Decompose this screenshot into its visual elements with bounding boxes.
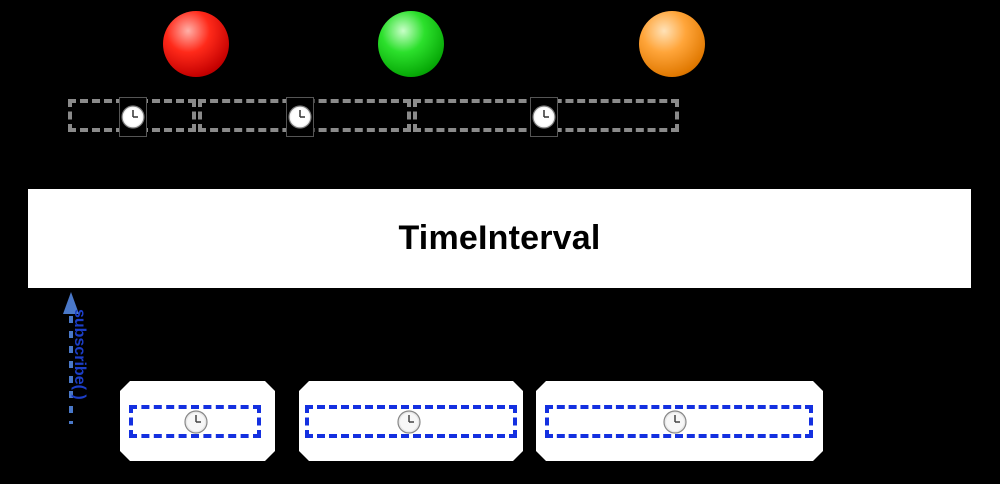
clock-icon xyxy=(663,410,687,434)
green-ball xyxy=(378,11,444,77)
operator-box: TimeInterval xyxy=(28,189,971,288)
clock-icon xyxy=(397,410,421,434)
red-ball xyxy=(163,11,229,77)
clock-icon xyxy=(288,105,312,129)
clock-icon xyxy=(121,105,145,129)
clock-icon xyxy=(532,105,556,129)
operator-label: TimeInterval xyxy=(398,219,601,257)
clock-icon xyxy=(184,410,208,434)
source-interval-1 xyxy=(129,405,261,438)
orange-ball xyxy=(639,11,705,77)
subscribe-label: subscribe( ) xyxy=(71,309,88,400)
source-interval-2 xyxy=(305,405,517,438)
source-interval-3 xyxy=(545,405,813,438)
arrow-up-icon xyxy=(63,292,79,424)
